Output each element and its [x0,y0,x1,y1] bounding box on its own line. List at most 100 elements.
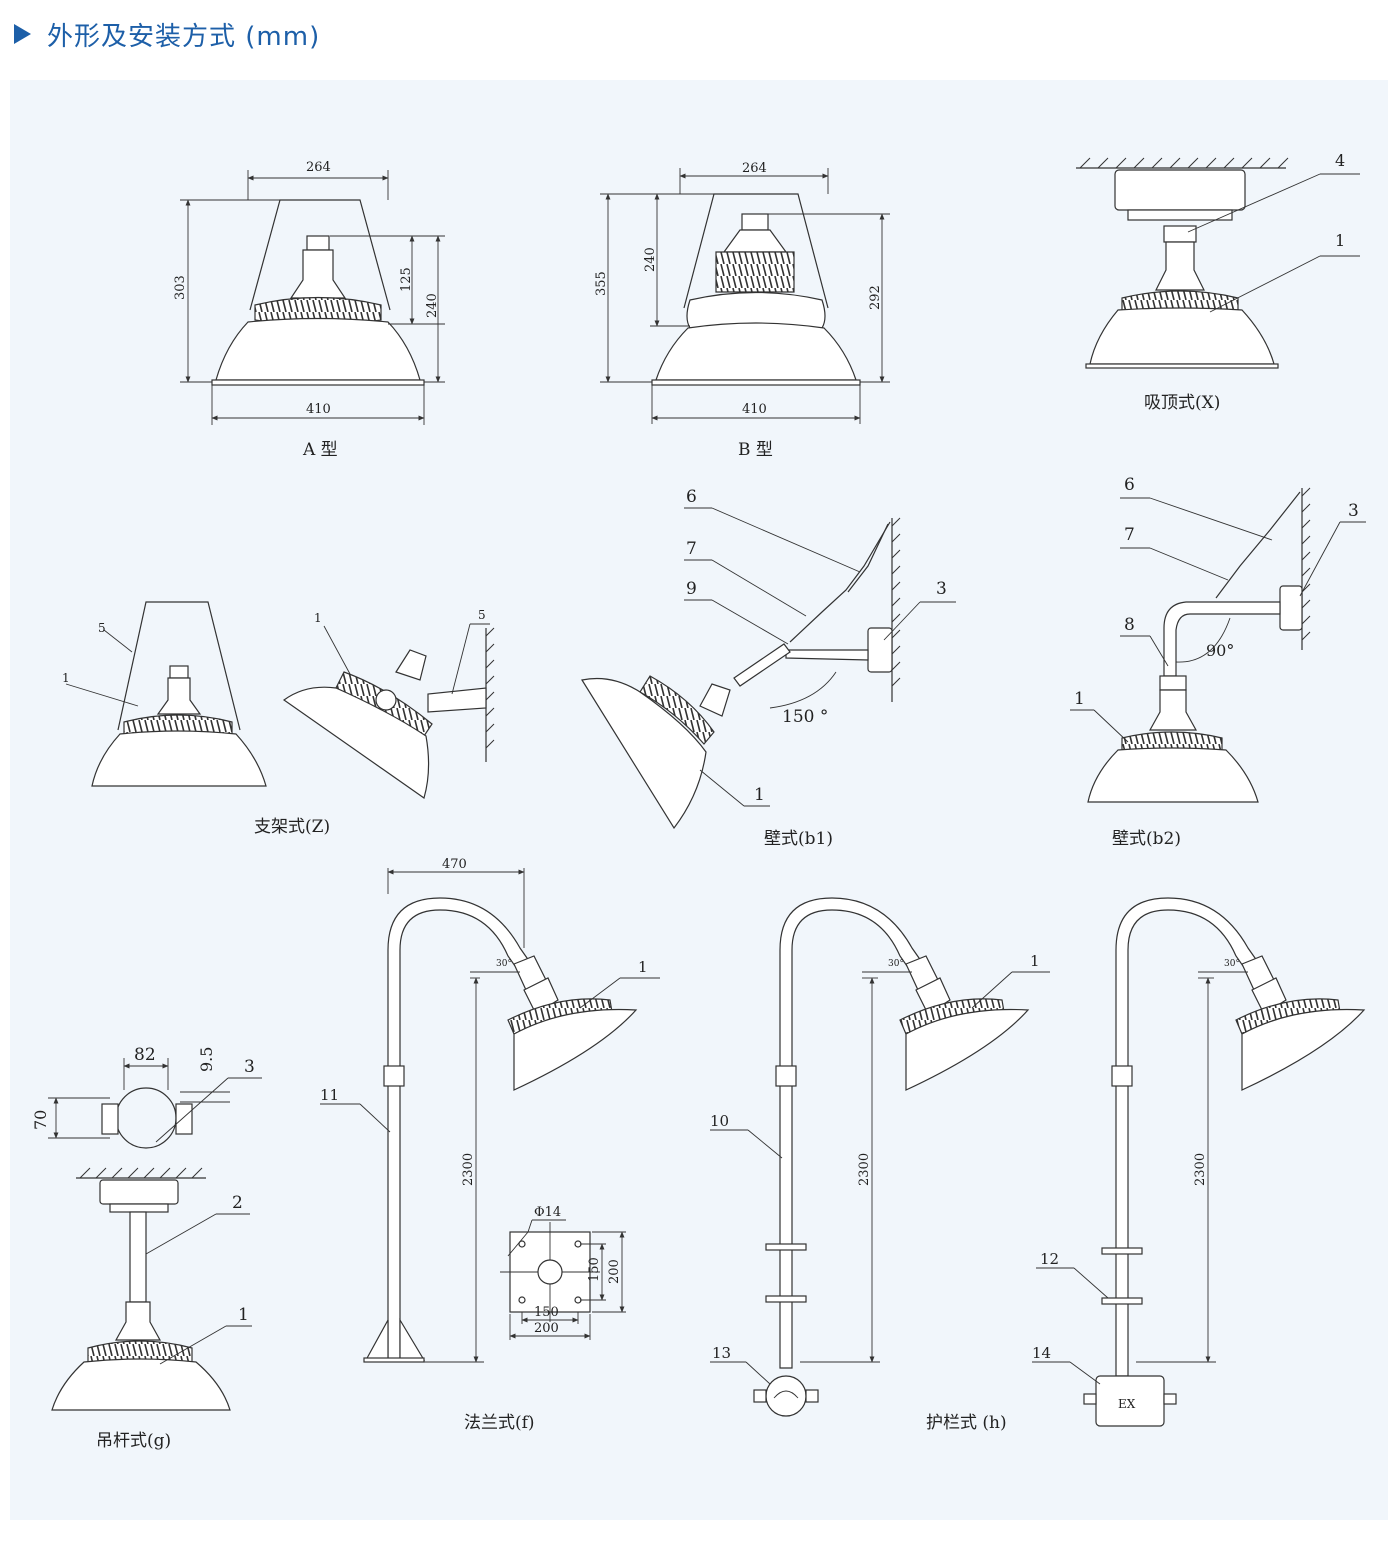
b-reflector [655,322,857,381]
b1-caption: 壁式(b1) [764,829,833,849]
fig-b-type: 264 410 355 240 292 B 型 [594,161,890,460]
f-reflector [513,1008,638,1091]
a-cap [306,235,330,251]
b2-wall-box [1279,585,1303,631]
b-dim-292: 292 [868,285,883,310]
h-dim-2300b: 2300 [1193,1153,1208,1186]
section-header: 外形及安装方式 (mm) [14,14,320,54]
b1-label-7: 7 [686,539,697,559]
fig-g-pendant: 82 9.5 70 3 2 1 吊杆式(g) [31,1045,262,1451]
x-reflector [1089,307,1275,365]
g-label-2: 2 [232,1193,243,1213]
h-caption: 护栏式 (h) [926,1413,1007,1433]
f-dim-200h: 200 [534,1321,559,1336]
b-caption: B 型 [738,440,773,460]
b1-wall-box [867,627,893,673]
a-rim [211,379,425,386]
b2-chain [1215,491,1301,599]
g-rod [129,1211,147,1303]
g-dim-82: 82 [134,1045,156,1065]
f-caption: 法兰式(f) [464,1413,535,1433]
h-label-13: 13 [712,1344,731,1362]
g-caption: 吊杆式(g) [96,1431,171,1451]
f-dim-2300: 2300 [461,1153,476,1186]
b2-arm [1163,601,1281,677]
a-housing [289,249,347,299]
z-label-1a: 1 [62,671,70,685]
h-reflector-1 [905,1008,1030,1091]
a-dim-125: 125 [399,267,414,292]
b1-label-6: 6 [686,487,697,507]
fig-f-flange: 470 30° 1 11 2300 Φ14 150 200 150 200 法兰… [320,857,660,1433]
b2-caption: 壁式(b2) [1112,829,1181,849]
h-dim-2300a: 2300 [857,1153,872,1186]
h-angle-30b: 30° [1224,959,1240,969]
b2-label-7: 7 [1124,525,1135,545]
b2-label-3: 3 [1348,501,1359,521]
h-angle-30a: 30° [888,959,904,969]
h-label-10: 10 [710,1112,729,1130]
fig-b1-wall: 6 7 9 3 1 150 ° 壁式(b1) [581,487,956,849]
z-tilted-reflector [282,686,430,799]
x-label-1: 1 [1335,231,1345,250]
b2-label-8: 8 [1124,615,1135,635]
z-label-5a: 5 [98,621,106,635]
h-label-1a: 1 [1030,952,1040,970]
fig-z-bracket: 5 1 1 5 支架式(Z) [62,601,495,837]
b-dim-240: 240 [643,247,658,272]
a-dim-240: 240 [425,293,440,318]
f-dim-470: 470 [442,857,467,872]
g-reflector [51,1358,231,1411]
play-arrow-icon [14,24,31,44]
g-label-1: 1 [238,1305,249,1325]
fig-b2-wall: 6 7 3 8 1 90° 壁式(b2) [1070,475,1366,849]
f-dim-200v: 200 [607,1259,622,1284]
b-dim-410: 410 [742,402,767,417]
b-bracket [683,193,829,309]
h-label-12: 12 [1040,1250,1059,1268]
b2-angle: 90° [1206,641,1234,660]
b1-angle: 150 ° [782,707,828,727]
z-label-5b: 5 [478,608,486,622]
f-label-1: 1 [638,958,648,976]
g-dim-70: 70 [31,1110,50,1130]
g-label-3: 3 [244,1057,255,1077]
a-caption: A 型 [302,440,338,460]
z-label-1b: 1 [314,611,322,625]
b-body [686,291,826,329]
b2-label-1: 1 [1074,689,1085,709]
b1-reflector [581,677,707,830]
f-angle-30: 30° [496,959,512,969]
b-dim-355: 355 [594,271,609,296]
f-dim-150v: 150 [587,1257,602,1282]
a-dim-410: 410 [306,402,331,417]
h-junction-box-round [765,1375,807,1417]
section-title: 外形及安装方式 (mm) [47,21,321,52]
b1-label-1: 1 [754,785,765,805]
z-caption: 支架式(Z) [254,817,330,837]
a-dim-303: 303 [173,275,188,300]
b1-label-3: 3 [936,579,947,599]
h-reflector-2 [1241,1008,1366,1091]
b1-chain [789,521,891,643]
a-dim-264: 264 [306,160,331,175]
b2-label-6: 6 [1124,475,1135,495]
fig-h-guardrail: 30° 1 10 2300 13 EX 30° 2300 12 14 护栏式 (… [710,897,1366,1433]
a-bracket [249,199,391,311]
b1-label-9: 9 [686,579,697,599]
x-caption: 吸顶式(X) [1144,393,1220,413]
x-mount-box [1114,169,1246,211]
fig-a-type: 264 410 303 125 240 A 型 [173,160,445,460]
z-reflector [91,730,267,787]
h-box-label: EX [1118,1397,1136,1411]
b2-reflector [1087,747,1259,803]
f-dim-150h: 150 [534,1305,559,1320]
z-bracket [117,601,241,731]
g-dim-95: 9.5 [197,1047,216,1072]
fig-x-ceiling: 4 1 吸顶式(X) [1076,151,1360,413]
x-label-4: 4 [1335,151,1345,170]
a-reflector [215,317,421,381]
f-dim-phi14: Φ14 [534,1205,561,1220]
b-driver-box [715,251,795,293]
